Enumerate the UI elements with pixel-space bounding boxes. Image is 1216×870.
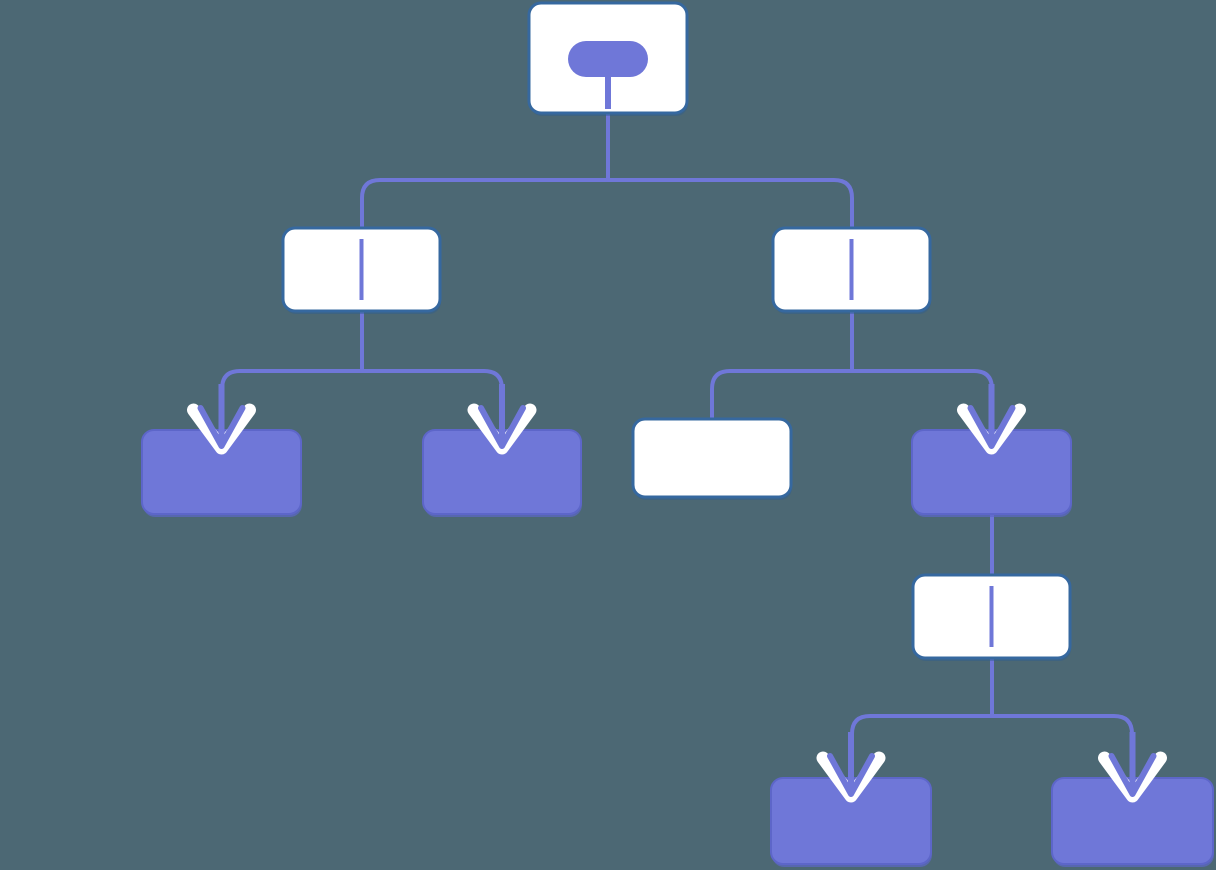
arrow-head-icon [197, 405, 246, 449]
arrow-head-icon [1108, 753, 1157, 797]
node-layer [141, 1, 1214, 867]
node-level2-branch[interactable] [911, 429, 1072, 517]
node-level2-leaf-1[interactable] [141, 429, 302, 517]
arrow-down-marker [467, 384, 537, 455]
arrow-down-marker [187, 384, 256, 455]
pill-stem [605, 75, 611, 109]
connector-level1-right-to-white-plain[interactable] [710, 311, 854, 419]
node-level2-leaf-2[interactable] [422, 429, 582, 517]
node-level4-leaf-2[interactable] [1051, 777, 1214, 867]
connector-root-to-level1-left[interactable] [360, 113, 610, 228]
node-level2-white-plain[interactable] [631, 417, 793, 500]
arrow-head-icon [827, 753, 875, 797]
arrow-head-icon [478, 405, 526, 449]
node-level3-white[interactable] [911, 573, 1072, 661]
node-body [631, 417, 793, 499]
node-root[interactable] [527, 1, 689, 116]
connector-root-to-level1-right[interactable] [606, 113, 854, 228]
node-level1-right[interactable] [771, 226, 932, 314]
arrow-down-marker [1098, 732, 1167, 803]
pill-stem-glyph [568, 41, 648, 77]
arrow-down-marker [816, 732, 886, 803]
node-level1-left[interactable] [281, 226, 442, 314]
arrow-down-marker [957, 384, 1026, 455]
marker-layer [187, 384, 1167, 803]
arrow-head-icon [967, 405, 1016, 449]
